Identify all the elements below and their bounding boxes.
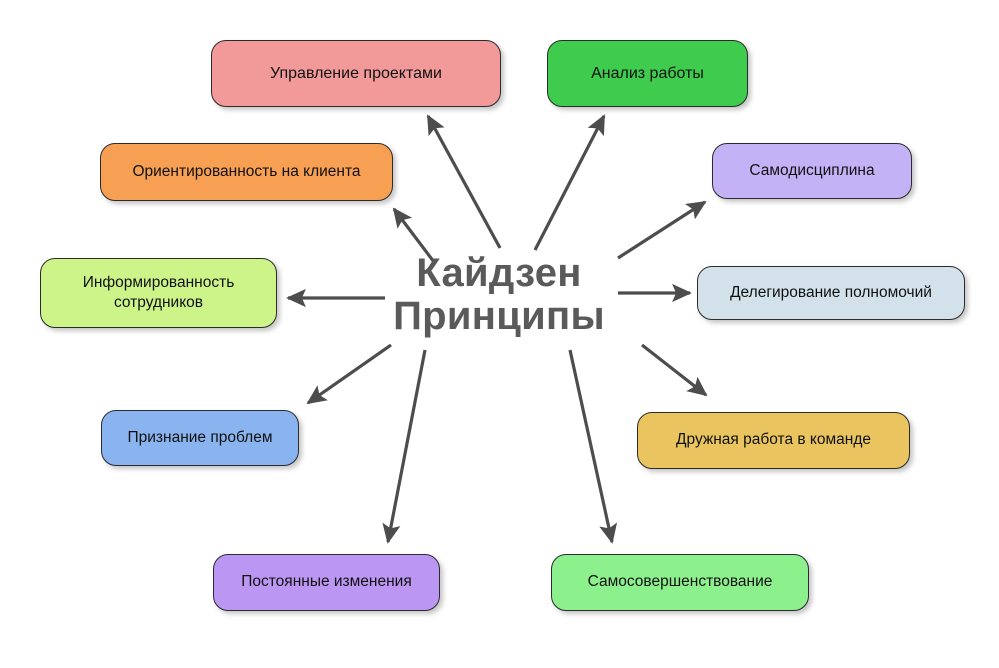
node-label-line2: сотрудников (113, 294, 204, 311)
center-title-line2: Принципы (393, 294, 605, 338)
node-postoyannye-izmeneniya[interactable]: Постоянные изменения (213, 554, 440, 611)
node-label: Самосовершенствование (587, 573, 773, 591)
node-analiz-raboty[interactable]: Анализ работы (547, 40, 748, 107)
node-samodisciplina[interactable]: Самодисциплина (712, 143, 912, 199)
node-label: Дружная работа в команде (676, 431, 871, 449)
node-label: Делегирование полномочий (730, 283, 932, 301)
node-label: Ориентированность на клиента (132, 162, 361, 180)
node-label-multiline: Информированность сотрудников (83, 273, 235, 314)
node-priznanie-problem[interactable]: Признание проблем (101, 410, 299, 466)
arrow-to-samosovershenstvovanie (568, 349, 618, 544)
arrow-to-postoyannye-izmeneniya (382, 349, 427, 544)
node-label: Признание проблем (127, 428, 273, 446)
center-title-line1: Кайдзен (416, 251, 582, 296)
arrow-to-analiz-raboty (533, 114, 606, 251)
arrow-to-samodisciplina (617, 200, 707, 260)
arrow-to-druzhnaya-rabota (641, 343, 708, 397)
node-label: Анализ работы (591, 64, 704, 82)
node-delegirovanie-polnomochiy[interactable]: Делегирование полномочий (697, 266, 965, 320)
node-upravlenie-proektami[interactable]: Управление проектами (211, 40, 501, 107)
node-label: Управление проектами (270, 64, 442, 82)
node-label-line1: Информированность (82, 273, 235, 291)
node-orientirovannost-na-klienta[interactable]: Ориентированность на клиента (100, 143, 393, 201)
node-label: Постоянные изменения (241, 573, 412, 591)
node-informirovannost-sotrudnikov[interactable]: Информированность сотрудников (40, 258, 277, 328)
arrow-to-orientirovannost (392, 207, 436, 263)
node-druzhnaya-rabota-v-komande[interactable]: Дружная работа в команде (637, 412, 910, 469)
arrow-to-upravlenie-proektami (426, 114, 502, 249)
center-title: Кайдзен Принципы (338, 240, 660, 350)
node-samosovershenstvovanie[interactable]: Самосовершенствование (551, 554, 809, 611)
arrow-to-priznanie-problem (306, 343, 392, 405)
node-label: Самодисциплина (749, 161, 875, 179)
